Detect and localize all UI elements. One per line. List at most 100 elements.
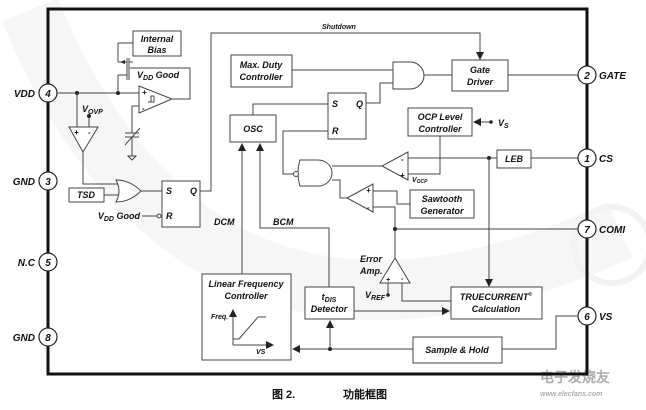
sawtooth-comparator: + -: [345, 183, 410, 258]
svg-text:-: -: [401, 155, 404, 164]
svg-text:www.elecfans.com: www.elecfans.com: [540, 391, 602, 398]
svg-text:VDD: VDD: [14, 89, 35, 100]
svg-text:3: 3: [45, 177, 51, 188]
and-gate: [392, 61, 425, 90]
pin-gnd-3: 3 GND: [13, 171, 58, 191]
bcm-label: BCM: [273, 217, 294, 227]
svg-text:S: S: [332, 99, 338, 109]
svg-text:Controller: Controller: [418, 124, 461, 134]
gate-driver-block: Gate Driver: [451, 59, 578, 92]
pin-vs: 6 VS: [577, 306, 613, 326]
chip-outline: [46, 7, 589, 376]
ocp-comparator: - + VOCP: [380, 136, 497, 185]
svg-text:OCP Level: OCP Level: [418, 112, 463, 122]
svg-text:Linear Frequency: Linear Frequency: [208, 279, 284, 289]
frequency-curve-icon: [229, 309, 274, 349]
truecurrent-calculation-block: TRUECURRENT® Calculation: [450, 286, 543, 320]
tsd-block: TSD: [68, 187, 118, 203]
svg-text:Detector: Detector: [311, 304, 348, 314]
svg-text:VREF: VREF: [365, 290, 386, 302]
svg-text:Controller: Controller: [239, 72, 282, 82]
nand-gate: [282, 130, 382, 199]
pin-nc: 5 N.C: [18, 252, 58, 272]
internal-bias-block: Internal Bias: [132, 30, 182, 57]
svg-text:GND: GND: [13, 177, 35, 188]
svg-text:7: 7: [584, 225, 590, 236]
svg-text:TRUECURRENT®: TRUECURRENT®: [460, 291, 533, 302]
svg-text:+: +: [386, 277, 390, 284]
svg-text:Controller: Controller: [224, 291, 267, 301]
watermark-logo: 电子发烧友 www.elecfans.com: [540, 369, 610, 398]
variable-voltage-source-icon: [124, 105, 141, 161]
sawtooth-generator-block: Sawtooth Generator: [409, 189, 475, 219]
svg-text:5: 5: [45, 258, 51, 269]
error-amplifier: + - Error Amp. VREF: [359, 254, 451, 302]
svg-text:-: -: [401, 276, 404, 283]
leb-block: LEB: [496, 149, 578, 169]
svg-text:GND: GND: [13, 333, 35, 344]
svg-text:+: +: [366, 186, 371, 195]
sample-hold-block: Sample & Hold: [292, 315, 578, 364]
svg-text:+: +: [142, 88, 147, 97]
ovp-comparator: + - VOVP: [68, 104, 118, 185]
pin-gate: 2 GATE: [577, 65, 626, 85]
svg-text:OSC: OSC: [243, 124, 263, 134]
svg-text:Gate: Gate: [470, 65, 490, 75]
svg-text:VS: VS: [256, 349, 266, 356]
svg-text:COMI: COMI: [599, 225, 625, 236]
ocp-level-controller-block: OCP Level Controller VS: [407, 107, 509, 137]
svg-text:Sawtooth: Sawtooth: [422, 194, 463, 204]
sr-latch-pwm: S Q R: [327, 82, 393, 140]
svg-text:Generator: Generator: [420, 206, 464, 216]
svg-text:R: R: [332, 126, 339, 136]
max-duty-controller-block: Max. Duty Controller: [230, 54, 393, 88]
svg-text:VOCP: VOCP: [412, 177, 428, 185]
svg-text:GATE: GATE: [599, 71, 626, 82]
svg-text:2: 2: [583, 71, 590, 82]
svg-text:Driver: Driver: [467, 77, 494, 87]
svg-text:+: +: [400, 171, 405, 180]
svg-text:1: 1: [584, 154, 590, 165]
dcm-label: DCM: [214, 217, 235, 227]
svg-text:Bias: Bias: [147, 45, 166, 55]
figure-number: 图 2.: [272, 388, 295, 401]
svg-text:6: 6: [584, 312, 590, 323]
vdd-good-comparator: + - VDD Good: [130, 67, 191, 114]
svg-text:8: 8: [45, 333, 51, 344]
figure-title: 功能框图: [343, 387, 387, 401]
svg-text:S: S: [166, 186, 172, 196]
pin-cs: 1 CS: [577, 148, 613, 168]
svg-text:电子发烧友: 电子发烧友: [540, 369, 610, 385]
svg-text:LEB: LEB: [505, 154, 524, 164]
svg-text:Amp.: Amp.: [359, 266, 383, 276]
svg-text:-: -: [142, 104, 145, 113]
svg-text:tDIS: tDIS: [322, 292, 337, 304]
mosfet-icon: [117, 42, 133, 93]
svg-text:4: 4: [44, 89, 51, 100]
pin-gnd-8: 8 GND: [13, 327, 58, 347]
svg-text:Q: Q: [190, 186, 197, 196]
svg-text:VS: VS: [498, 118, 509, 130]
shutdown-label: Shutdown: [322, 24, 356, 31]
svg-text:Max. Duty: Max. Duty: [240, 60, 284, 70]
svg-text:Internal: Internal: [141, 34, 174, 44]
svg-text:CS: CS: [599, 154, 613, 165]
svg-text:Q: Q: [356, 99, 363, 109]
svg-text:-: -: [88, 128, 91, 137]
osc-block: OSC: [229, 103, 328, 143]
svg-text:VS: VS: [599, 312, 613, 323]
svg-text:N.C: N.C: [18, 258, 36, 269]
linear-frequency-controller-block: Linear Frequency Controller Freq. VS: [201, 143, 292, 361]
svg-text:Error: Error: [360, 254, 383, 264]
svg-text:TSD: TSD: [77, 190, 96, 200]
tdis-detector-block: tDIS Detector: [256, 143, 450, 320]
svg-text:VOVP: VOVP: [82, 104, 103, 116]
or-gate: [115, 179, 142, 203]
svg-text:R: R: [166, 211, 173, 221]
svg-text:Calculation: Calculation: [472, 304, 521, 314]
sr-latch-protection: S Q R VDD Good: [98, 180, 201, 228]
svg-text:+: +: [74, 128, 79, 137]
svg-text:-: -: [367, 203, 370, 212]
svg-text:Freq.: Freq.: [211, 314, 228, 321]
